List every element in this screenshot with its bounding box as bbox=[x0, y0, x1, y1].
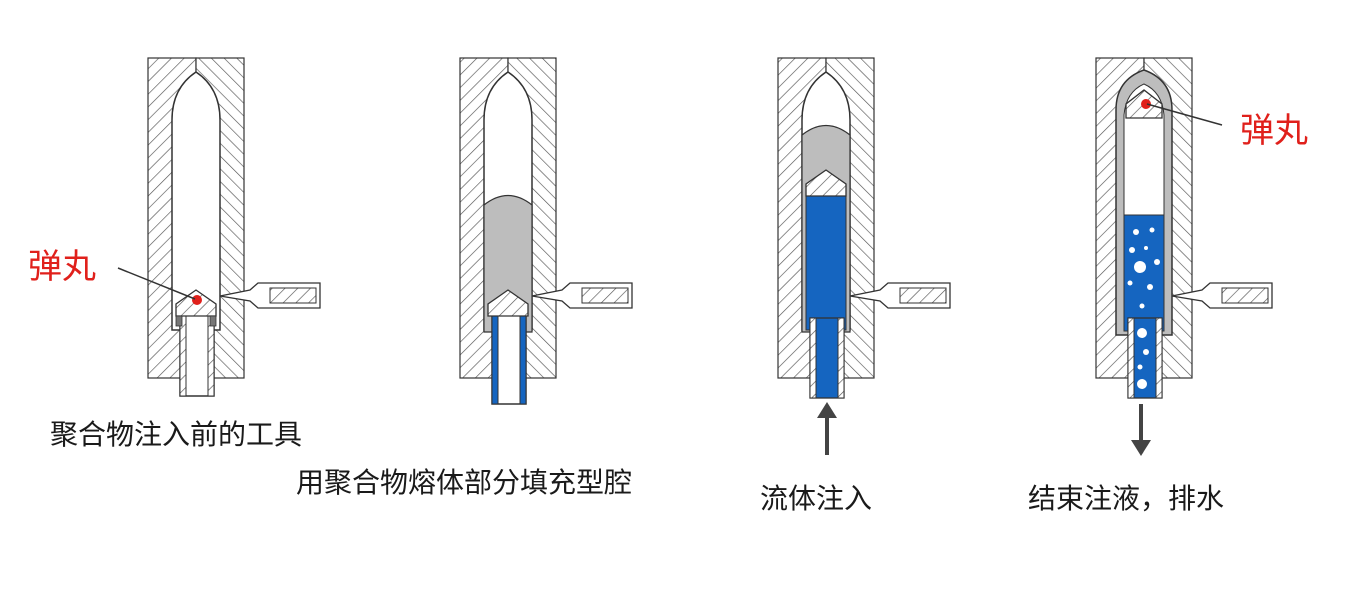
arrow-down-icon bbox=[1131, 404, 1151, 456]
callout-label-1: 弹丸 bbox=[28, 247, 96, 287]
callout-line-1 bbox=[117, 267, 196, 300]
stage-4-caption: 结束注液，排水 bbox=[1028, 482, 1224, 515]
water-column-4 bbox=[1123, 214, 1165, 332]
callout-label-2: 弹丸 bbox=[1240, 111, 1308, 151]
arrow-up-icon bbox=[817, 402, 837, 455]
stage-2-mold bbox=[459, 57, 633, 405]
callout-dot-2 bbox=[1141, 99, 1151, 109]
projectile-2 bbox=[487, 289, 529, 317]
projectile-3 bbox=[805, 169, 847, 197]
stage-3-caption: 流体注入 bbox=[760, 482, 872, 515]
stage-1-caption: 聚合物注入前的工具 bbox=[50, 418, 302, 451]
stage-4-mold bbox=[1095, 57, 1273, 399]
fluid-column-3 bbox=[805, 189, 847, 331]
stage-3-mold bbox=[777, 57, 951, 399]
stage-2-caption: 用聚合物熔体部分填充型腔 bbox=[296, 466, 632, 499]
callout-line-2 bbox=[1146, 103, 1223, 126]
callout-dot-1 bbox=[192, 295, 202, 305]
stage-1-mold bbox=[147, 57, 321, 397]
